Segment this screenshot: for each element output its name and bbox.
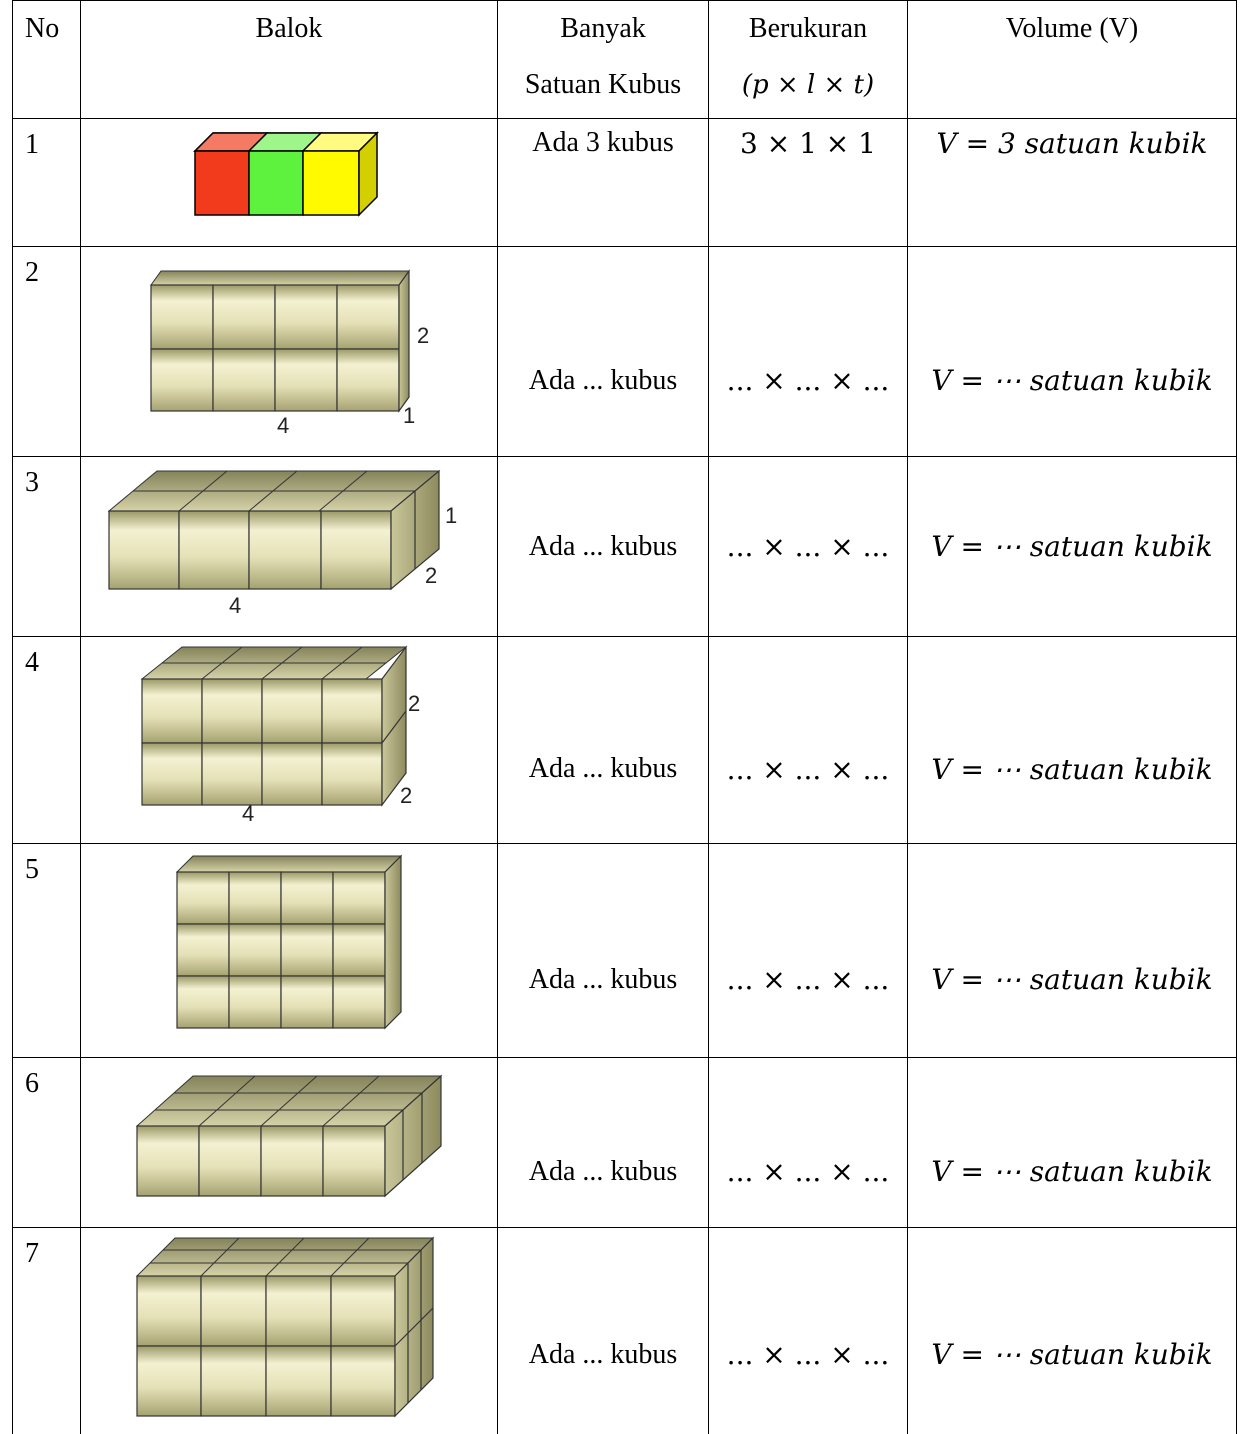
row-number: 3 — [12, 456, 81, 637]
size-cell: ... × ... × ... — [708, 456, 908, 637]
width-label: 2 — [425, 563, 437, 588]
cuboid-stack-6-image — [135, 1074, 443, 1198]
volume-cell: V = 3 satuan kubik — [907, 118, 1237, 247]
table-row: 2 2 1 4 Ada ... kubus — [12, 246, 1237, 457]
table-row: 7 — [12, 1227, 1237, 1434]
row-number: 6 — [12, 1057, 81, 1228]
cube-count-cell: Ada ... kubus — [497, 1057, 709, 1228]
row-number: 4 — [12, 636, 81, 844]
cube-count-cell: Ada ... kubus — [497, 1227, 709, 1434]
height-label: 2 — [417, 323, 429, 348]
cube-count-cell: Ada 3 kubus — [497, 118, 709, 247]
row-number: 5 — [12, 843, 81, 1058]
row-number: 7 — [12, 1227, 81, 1434]
header-berukuran: Berukuran(p × l × t) — [708, 0, 908, 119]
size-cell: ... × ... × ... — [708, 843, 908, 1058]
volume-cell: V = ⋯ satuan kubik — [907, 246, 1237, 457]
table-row: 4 — [12, 636, 1237, 844]
table-row: 3 1 2 4 — [12, 456, 1237, 637]
row-number: 1 — [12, 118, 81, 247]
size-cell: ... × ... × ... — [708, 246, 908, 457]
cube-count-cell: Ada ... kubus — [497, 843, 709, 1058]
table-row: 6 — [12, 1057, 1237, 1228]
cuboid-4x1x2-image: 2 1 4 — [150, 269, 429, 438]
length-label: 4 — [277, 413, 289, 438]
header-no: No — [12, 0, 81, 119]
cuboid-stack-7-image — [135, 1236, 435, 1418]
table-row: 5 — [12, 843, 1237, 1058]
width-label: 1 — [403, 403, 415, 428]
volume-cell: V = ⋯ satuan kubik — [907, 843, 1237, 1058]
cuboid-image-3: 1 2 4 — [80, 456, 498, 637]
volume-cell: V = ⋯ satuan kubik — [907, 1227, 1237, 1434]
size-cell: 3 × 1 × 1 — [708, 118, 908, 247]
volume-cell: V = ⋯ satuan kubik — [907, 1057, 1237, 1228]
length-label: 4 — [242, 801, 254, 826]
height-label: 2 — [408, 691, 420, 716]
cuboid-stack-5-image — [175, 854, 403, 1030]
cube-count-cell: Ada ... kubus — [497, 456, 709, 637]
header-volume: Volume (V) — [907, 0, 1237, 119]
three-color-cubes-image — [193, 131, 379, 217]
cuboid-4x2x2-image: 2 2 4 — [140, 645, 420, 826]
cube-count-cell: Ada ... kubus — [497, 636, 709, 844]
cuboid-image-1 — [80, 118, 498, 247]
volume-cell: V = ⋯ satuan kubik — [907, 636, 1237, 844]
cuboid-image-4: 2 2 4 — [80, 636, 498, 844]
size-cell: ... × ... × ... — [708, 1057, 908, 1228]
table-row: 1 Ada 3 kubus 3 × 1 × 1 V = 3 satuan kub… — [12, 118, 1237, 247]
cuboid-image-2: 2 1 4 — [80, 246, 498, 457]
cuboid-image-6 — [80, 1057, 498, 1228]
cuboid-image-7 — [80, 1227, 498, 1434]
width-label: 2 — [400, 783, 412, 808]
cuboid-image-5 — [80, 843, 498, 1058]
volume-cell: V = ⋯ satuan kubik — [907, 456, 1237, 637]
size-cell: ... × ... × ... — [708, 1227, 908, 1434]
header-balok: Balok — [80, 0, 498, 119]
size-cell: ... × ... × ... — [708, 636, 908, 844]
cuboid-4x2x1-image: 1 2 4 — [107, 469, 457, 618]
cube-count-cell: Ada ... kubus — [497, 246, 709, 457]
row-number: 2 — [12, 246, 81, 457]
height-label: 1 — [445, 503, 457, 528]
length-label: 4 — [229, 593, 241, 618]
